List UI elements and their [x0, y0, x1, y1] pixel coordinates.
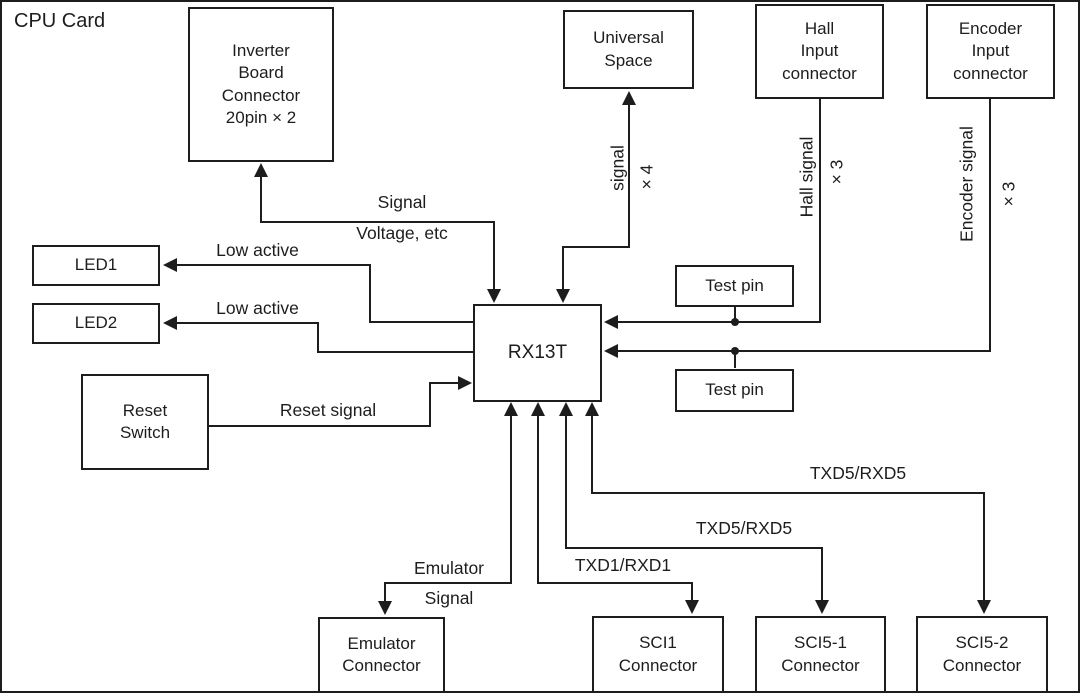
label-low-active-1: Low active	[216, 240, 299, 260]
label-encoder-count: × 3	[999, 182, 1019, 207]
junction-dot-2	[731, 347, 739, 355]
arrow-down-sci1	[685, 600, 699, 614]
arrow-left-led2	[163, 316, 177, 330]
wire-reset-mcu	[209, 382, 461, 427]
label-universal-count: × 4	[637, 164, 657, 189]
box-encoder-input-connector: Encoder Input connector	[926, 4, 1055, 99]
label-txd1-rxd1: TXD1/RXD1	[574, 555, 672, 575]
label-txd5-rxd5-sci5-2: TXD5/RXD5	[809, 463, 907, 483]
box-test-pin-2: Test pin	[675, 369, 794, 412]
label-encoder-signal: Encoder signal	[957, 126, 977, 242]
box-sci5-2-connector: SCI5-2 Connector	[916, 616, 1048, 691]
box-emulator-connector: Emulator Connector	[318, 617, 445, 691]
wire-universal-mcu	[562, 102, 630, 298]
arrow-left-mcu-right-1	[604, 315, 618, 329]
box-reset-switch: Reset Switch	[81, 374, 209, 470]
label-hall-signal: Hall signal	[797, 137, 817, 218]
box-inverter-board-connector: Inverter Board Connector 20pin × 2	[188, 7, 334, 162]
label-voltage-etc: Voltage, etc	[356, 223, 448, 243]
label-hall-count: × 3	[827, 160, 847, 185]
label-emulator-word: Emulator	[413, 558, 485, 578]
label-txd5-rxd5-sci5-1: TXD5/RXD5	[695, 518, 793, 538]
arrow-up-mcu-bottom-4	[585, 402, 599, 416]
label-low-active-2: Low active	[216, 298, 299, 318]
arrow-up-mcu-bottom-1	[504, 402, 518, 416]
box-test-pin-1: Test pin	[675, 265, 794, 307]
arrow-down-mcu-top-2	[556, 289, 570, 303]
arrow-right-mcu-left	[458, 376, 472, 390]
junction-dot-1	[731, 318, 739, 326]
arrow-down-sci5-2	[977, 600, 991, 614]
wire-encoder-mcu	[614, 99, 991, 352]
arrow-down-sci5-1	[815, 600, 829, 614]
arrow-up-mcu-bottom-3	[559, 402, 573, 416]
arrow-left-led1	[163, 258, 177, 272]
label-universal-signal: signal	[608, 145, 628, 191]
label-signal: Signal	[377, 192, 427, 212]
box-universal-space: Universal Space	[563, 10, 694, 89]
wire-mcu-led1	[174, 264, 473, 323]
diagram-title: CPU Card	[14, 10, 106, 32]
wire-hall-mcu	[614, 99, 821, 323]
arrow-up-inverter	[254, 163, 268, 177]
box-sci5-1-connector: SCI5-1 Connector	[755, 616, 886, 691]
arrow-up-mcu-bottom-2	[531, 402, 545, 416]
wire-mcu-led2	[174, 322, 473, 353]
box-led1: LED1	[32, 245, 160, 286]
arrow-down-mcu-top-1	[487, 289, 501, 303]
label-reset-signal: Reset signal	[279, 400, 377, 420]
label-emulator-signal-word: Signal	[424, 588, 474, 608]
wire-mcu-sci5-1	[565, 413, 823, 606]
box-sci1-connector: SCI1 Connector	[592, 616, 724, 691]
box-led2: LED2	[32, 303, 160, 344]
box-hall-input-connector: Hall Input connector	[755, 4, 884, 99]
arrow-left-mcu-right-2	[604, 344, 618, 358]
wire-mcu-sci1	[537, 413, 693, 606]
arrow-up-universal	[622, 91, 636, 105]
wire-mcu-sci5-2	[591, 413, 985, 606]
box-mcu-rx13t: RX13T	[473, 304, 602, 402]
wire-inverter-mcu	[260, 174, 495, 298]
arrow-down-emulator	[378, 601, 392, 615]
wire-mcu-emulator	[384, 413, 512, 606]
